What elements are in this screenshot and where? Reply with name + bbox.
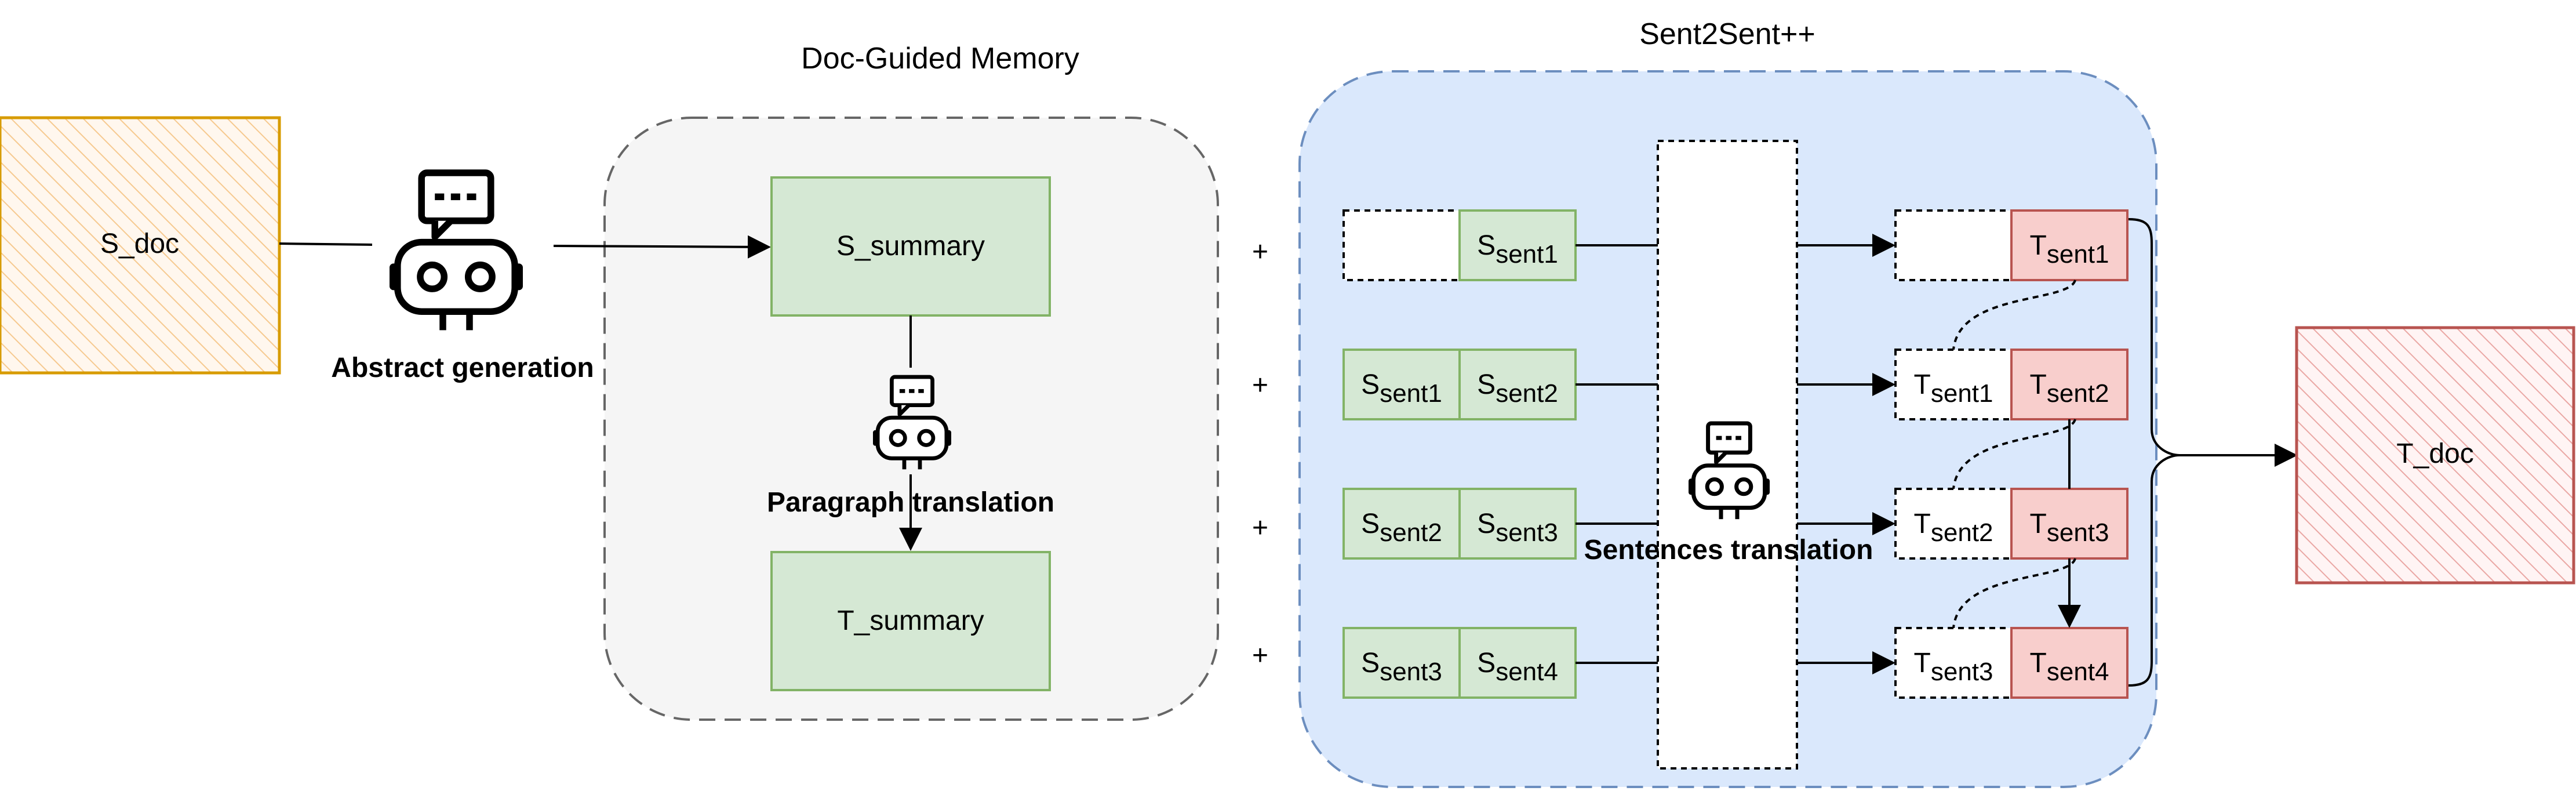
sentences-translation-column bbox=[1657, 140, 1798, 770]
src-cell-label: Ssent3 bbox=[1361, 648, 1442, 686]
src-cell-label: Ssent2 bbox=[1477, 369, 1558, 408]
plus-sign: + bbox=[1252, 513, 1268, 543]
tgt-cell bbox=[1894, 209, 2013, 281]
src-cell bbox=[1342, 488, 1461, 560]
src-cell-label: Ssent3 bbox=[1477, 509, 1558, 547]
tgt-cell-label: Tsent1 bbox=[2030, 230, 2109, 268]
src-cell-label: Ssent1 bbox=[1477, 230, 1558, 268]
src-cell-label: Ssent4 bbox=[1477, 648, 1558, 686]
context-carry-edge bbox=[1952, 419, 2076, 489]
t-summary-label: T_summary bbox=[837, 605, 984, 636]
tgt-cell-label: Tsent3 bbox=[2030, 509, 2109, 547]
tgt-cell-label: Tsent2 bbox=[2030, 369, 2109, 408]
s-summary-label: S_summary bbox=[836, 231, 985, 262]
sentences-translation-label: Sentences translation bbox=[1584, 535, 1873, 565]
tgt-cell bbox=[2010, 209, 2129, 281]
context-carry-edge bbox=[1952, 280, 2076, 350]
plus-sign: + bbox=[1252, 640, 1268, 671]
sent2sent-title: Sent2Sent++ bbox=[1639, 17, 1815, 51]
src-cell-label: Ssent1 bbox=[1361, 369, 1442, 408]
doc-guided-memory-title: Doc-Guided Memory bbox=[801, 42, 1079, 75]
tsent4-to-merge-edge bbox=[2128, 454, 2180, 687]
src-cell bbox=[1342, 627, 1461, 699]
tgt-cell bbox=[1894, 349, 2013, 420]
s-doc-label: S_doc bbox=[100, 228, 179, 259]
context-carry-edge bbox=[1952, 558, 2076, 629]
t-summary-node bbox=[770, 551, 1051, 691]
plus-sign: + bbox=[1252, 370, 1268, 401]
src-cell bbox=[1342, 209, 1461, 281]
tgt-cell bbox=[2010, 627, 2129, 699]
s-doc-node bbox=[0, 116, 281, 375]
tgt-cell-label: Tsent2 bbox=[1914, 509, 1993, 547]
src-cell bbox=[1458, 349, 1577, 420]
sdoc-to-robot-edge bbox=[279, 242, 373, 246]
s-summary-node bbox=[770, 176, 1051, 317]
tgt-cell bbox=[1894, 627, 2013, 699]
plus-sign: + bbox=[1252, 237, 1268, 267]
t-doc-label: T_doc bbox=[2396, 438, 2473, 469]
tgt-cell bbox=[2010, 349, 2129, 420]
src-cell-label: Ssent2 bbox=[1361, 509, 1442, 547]
tsent1-to-merge-edge bbox=[2128, 218, 2180, 456]
tgt-cell-label: Tsent1 bbox=[1914, 369, 1993, 408]
robot-to-ssummary-edge bbox=[553, 235, 771, 259]
src-cell bbox=[1458, 627, 1577, 699]
tgt-cell-label: Tsent3 bbox=[1914, 648, 1993, 686]
src-cell bbox=[1458, 488, 1577, 560]
tgt-cell-label: Tsent4 bbox=[2030, 648, 2109, 686]
t-doc-node bbox=[2295, 326, 2575, 585]
abstract-generation-label: Abstract generation bbox=[331, 353, 594, 383]
robot-chat-icon bbox=[390, 173, 523, 330]
